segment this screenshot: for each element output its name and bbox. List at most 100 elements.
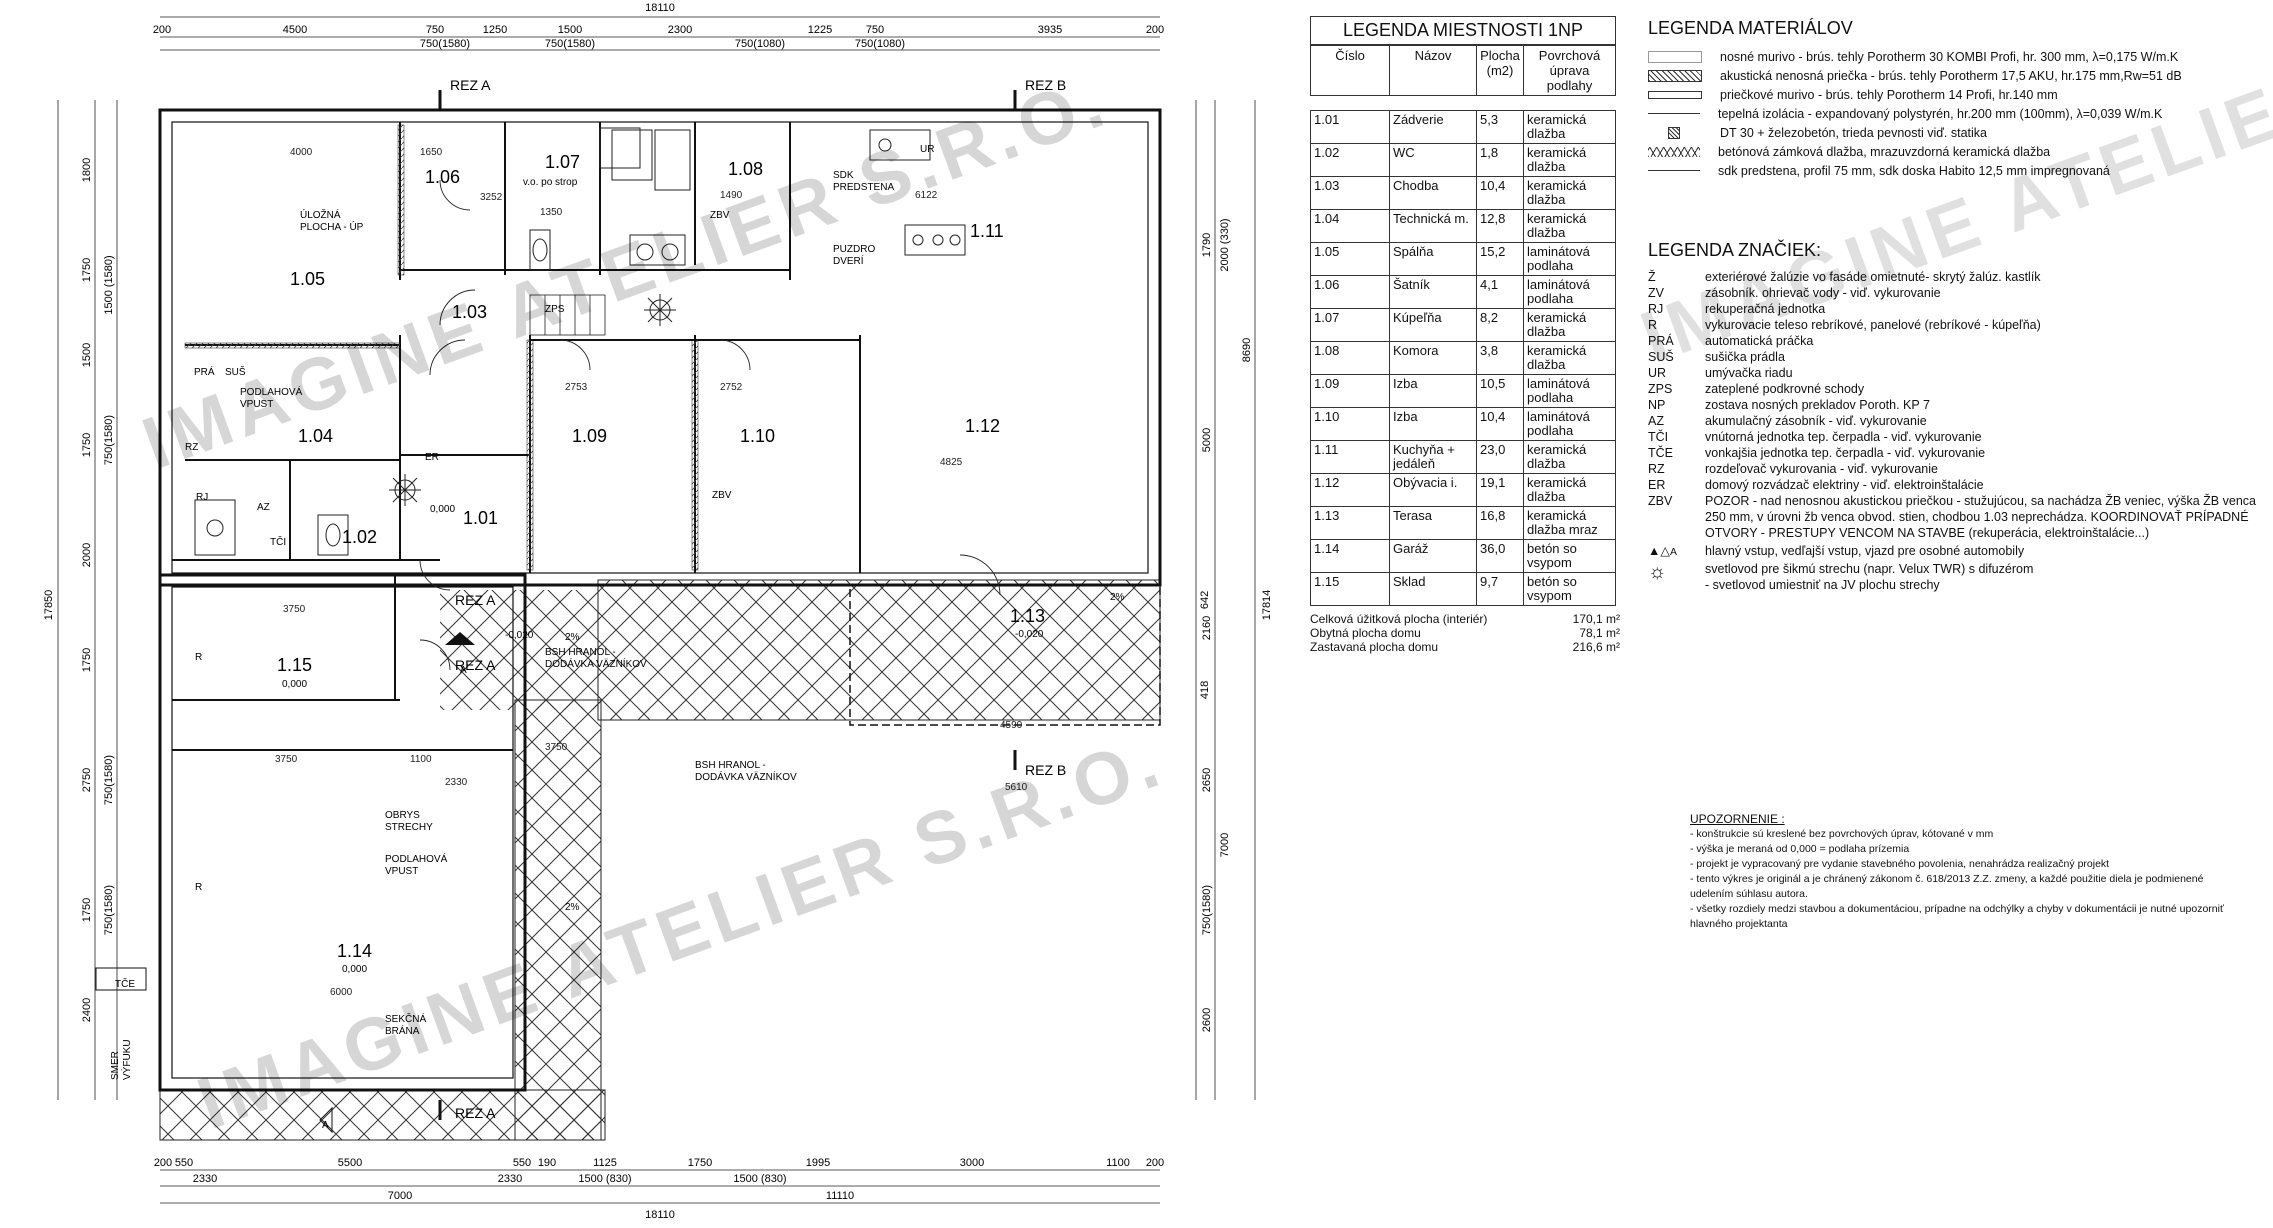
sign-desc: automatická práčka [1705, 334, 1814, 348]
plan-note: TČI [270, 535, 286, 548]
dim-left-sub: 750(1580) [103, 415, 115, 465]
svg-text:2330: 2330 [445, 777, 468, 788]
dim-top-sub: 750(1580) [420, 38, 470, 50]
dim-left: 1750 [81, 648, 93, 672]
plan-note: VÝFUKU [120, 1039, 133, 1080]
level-mark: 0,000 [282, 679, 307, 690]
svg-text:3750: 3750 [275, 754, 298, 765]
acoustic-wall-symbol [1648, 69, 1702, 82]
table-cell: 15,2 [1476, 242, 1524, 276]
room-label: 1.09 [572, 426, 607, 446]
dim-left: 1750 [81, 898, 93, 922]
sign-abbr: RZ [1648, 462, 1665, 476]
table-cell: 1.10 [1310, 407, 1390, 441]
left-dimensions [57, 100, 118, 1100]
plan-note: AZ [257, 502, 270, 513]
table-cell: keramická dlažba [1523, 308, 1616, 342]
sign-abbr: ZBV [1648, 494, 1673, 508]
table-cell: 10,5 [1476, 374, 1524, 408]
plan-note: UR [920, 144, 934, 155]
material-row: tepelná izolácia - expandovaný polystyré… [1648, 104, 2268, 123]
col-header: Plocha (m2) [1476, 45, 1524, 96]
dim-left: 1750 [81, 433, 93, 457]
sign-desc: vnútorná jednotka tep. čerpadla - viď. v… [1705, 430, 1982, 444]
insulation-symbol [1648, 113, 1700, 114]
plan-note: RJ [196, 492, 208, 503]
plan-note: ER [425, 452, 439, 463]
dim-right: 2160 [1201, 616, 1213, 640]
dim-top-sub: 750(1080) [855, 38, 905, 50]
table-header-row: Číslo Názov Plocha (m2) Povrchová úprava… [1310, 45, 1616, 96]
table-cell: keramická dlažba [1523, 143, 1616, 177]
svg-text:1100: 1100 [410, 754, 432, 765]
table-cell: 1.04 [1310, 209, 1390, 243]
dim-right: 5000 [1201, 428, 1213, 452]
table-cell: 5,3 [1476, 110, 1524, 144]
plan-note: ZPS [545, 304, 565, 315]
dim-left: 1500 [81, 343, 93, 367]
plan-note: ZBV [710, 210, 730, 221]
dim-top: 1250 [483, 24, 507, 36]
table-cell: laminátová podlaha [1523, 242, 1616, 276]
sign-desc: zostava nosných prekladov Poroth. KP 7 [1705, 398, 1930, 412]
table-cell: 36,0 [1476, 539, 1524, 573]
table-cell: keramická dlažba [1523, 209, 1616, 243]
room-label: 1.05 [290, 269, 325, 289]
table-cell: 4,1 [1476, 275, 1524, 309]
room-label: 1.11 [970, 221, 1004, 241]
material-legend-title: LEGENDA MATERIÁLOV [1648, 18, 1853, 38]
sign-desc: POZOR - nad nenosnou akustickou priečkou… [1705, 494, 2256, 540]
plan-note: SEKČNÁ [385, 1012, 426, 1025]
entry-icons: ▲△A [1648, 544, 1677, 558]
table-cell: Spálňa [1389, 242, 1477, 276]
table-cell: Kuchyňa + jedáleň [1389, 440, 1477, 474]
table-cell: Sklad [1389, 572, 1477, 606]
plan-note: VPUST [240, 399, 273, 410]
dim-left: 1750 [81, 258, 93, 282]
room-legend: LEGENDA MIESTNOSTI 1NP Číslo Názov Ploch… [1310, 16, 1620, 654]
table-cell: 23,0 [1476, 440, 1524, 474]
dim-top-total: 18110 [645, 2, 675, 14]
outdoor-unit [95, 967, 147, 991]
table-cell: betón so vsypom [1523, 572, 1616, 606]
plan-note: v.o. po strop [523, 177, 578, 188]
plan-note: STRECHY [385, 822, 433, 833]
table-cell: keramická dlažba [1523, 440, 1616, 474]
table-cell: Zádverie [1389, 110, 1477, 144]
plan-note: TČE [115, 977, 135, 990]
outer-walls [158, 108, 1162, 1092]
table-cell: 1.08 [1310, 341, 1390, 375]
table-cell: 1,8 [1476, 143, 1524, 177]
room-label: 1.08 [728, 159, 763, 179]
note-line: - tento výkres je originál a je chránený… [1690, 873, 2204, 900]
room-label: 1.02 [342, 527, 377, 547]
material-row: betónová zámková dlažba, mrazuvzdorná ke… [1648, 142, 2268, 161]
sign-desc: rozdeľovač vykurovania - viď. vykurovani… [1705, 462, 1938, 476]
svg-text:2753: 2753 [565, 382, 588, 393]
room-label: 1.15 [277, 655, 312, 675]
table-cell: 1.02 [1310, 143, 1390, 177]
table-cell: 16,8 [1476, 506, 1524, 540]
dim-right-outer: 8690 [1241, 338, 1253, 362]
dim-right: 2000 (330) [1219, 218, 1231, 271]
dim-top: 200 [1146, 24, 1164, 36]
dim-bottom-sub: 2330 [498, 1173, 522, 1185]
top-dimensions [160, 16, 1160, 51]
table-cell: 1.09 [1310, 374, 1390, 408]
sign-desc: umývačka riadu [1705, 366, 1793, 380]
plan-note: BSH HRANOL - [695, 760, 766, 771]
plan-note: SUŠ [225, 365, 246, 378]
plan-note: ZBV [712, 490, 732, 501]
dim-left-outer: 17850 [43, 590, 55, 621]
drywall-symbol [1648, 170, 1700, 171]
plan-note: ÚLOŽNÁ [300, 208, 341, 221]
watermark: IMAGINE ATELIER S.R.O. [187, 718, 1174, 1145]
dim-bottom: 1750 [688, 1157, 712, 1169]
